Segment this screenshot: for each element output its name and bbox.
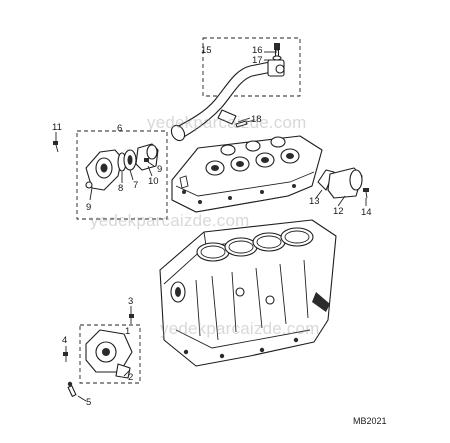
callout-8: 8 [118, 183, 123, 194]
callout-13: 13 [309, 196, 320, 207]
watermark-1: yedekparcaizde.com [147, 113, 307, 132]
water-pump-group [63, 314, 141, 397]
callout-9-left: 9 [86, 202, 91, 213]
pipe-end-flange [170, 124, 186, 142]
bolt-9 [144, 158, 149, 162]
rear-outlet-group [317, 167, 369, 199]
cylinder-block [159, 219, 337, 367]
callout-15: 15 [201, 45, 212, 56]
bolt-16-shank [274, 49, 280, 57]
pump-outlet [115, 363, 131, 379]
callout-3: 3 [128, 296, 133, 307]
bolt-18 [235, 120, 248, 128]
coolant-pipe-group [170, 37, 301, 142]
pipe-outlet [275, 64, 285, 74]
bolt-11-head [53, 141, 58, 145]
pipe-bracket [217, 109, 237, 125]
bolt-3 [129, 314, 134, 318]
callout-16: 16 [252, 45, 263, 56]
bolt-11-shank [55, 144, 59, 153]
callouts: 6 1 2 3 4 5 7 8 9 9 10 11 12 13 14 15 16… [52, 45, 372, 408]
bolt-5 [67, 385, 77, 397]
cylinder-head [171, 135, 323, 213]
callout-10: 10 [148, 176, 159, 187]
outlet-port [146, 144, 158, 160]
cylinder-bores [196, 227, 314, 262]
callout-9-right: 9 [157, 164, 162, 175]
bolt-14 [363, 188, 369, 192]
leader-lines [55, 51, 367, 402]
bolt-16 [274, 43, 280, 50]
callout-18: 18 [251, 114, 262, 125]
housing-nipple [85, 181, 93, 189]
figure-code: MB2021 [353, 416, 387, 426]
callout-11: 11 [52, 122, 62, 133]
group-box-15 [202, 37, 301, 97]
group-box-6 [76, 130, 168, 220]
callout-6: 6 [117, 123, 122, 134]
cam-bores [205, 136, 300, 176]
callout-4: 4 [62, 335, 67, 346]
thermostat-housing-group [53, 130, 168, 220]
group-box-1 [79, 324, 141, 384]
watermark-3: yedekparcaizde.com [160, 319, 320, 338]
callout-1: 1 [125, 326, 130, 337]
callout-17: 17 [252, 55, 263, 66]
watermark-2: yedekparcaizde.com [90, 211, 250, 230]
callout-7: 7 [133, 180, 138, 191]
outlet-pipe-end [349, 169, 363, 191]
callout-5: 5 [86, 397, 91, 408]
washer-17 [272, 55, 282, 61]
callout-12: 12 [333, 206, 344, 217]
callout-14: 14 [361, 207, 372, 218]
bolt-4 [63, 352, 68, 356]
callout-2: 2 [128, 372, 133, 383]
